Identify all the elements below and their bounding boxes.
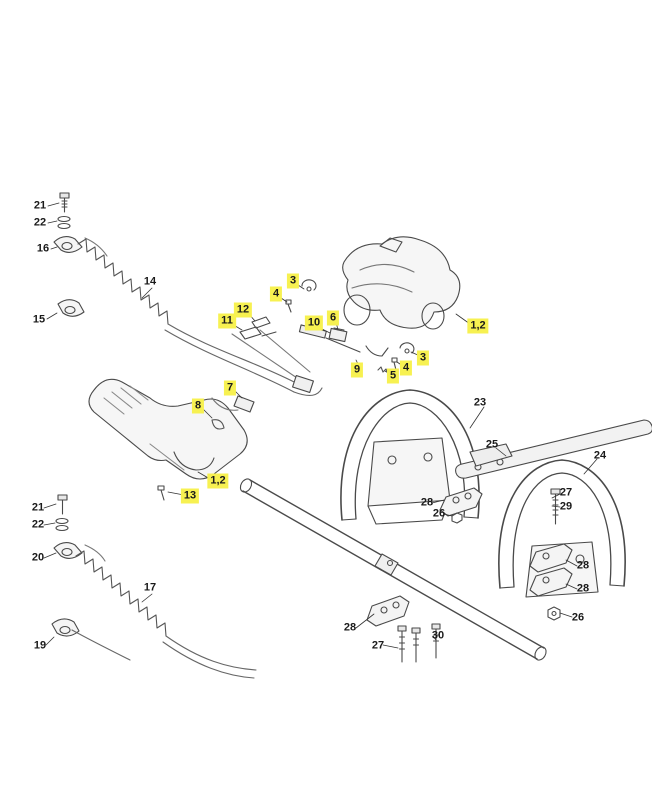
part-callout-7-16[interactable]: 7 xyxy=(223,380,237,396)
part-callout-28-35: 28 xyxy=(343,621,357,634)
part-callout-1-2-11[interactable]: 1,2 xyxy=(467,318,489,334)
part-callout-3-12[interactable]: 3 xyxy=(416,350,430,366)
drive-shaft-drawing xyxy=(239,478,547,661)
part-callout-20-29: 20 xyxy=(31,551,45,564)
part-callout-8-17[interactable]: 8 xyxy=(191,398,205,414)
part-callout-13-22[interactable]: 13 xyxy=(180,488,200,504)
throttle-cable-spring-top xyxy=(77,238,323,397)
part-callout-3-5[interactable]: 3 xyxy=(286,273,300,289)
part-callout-15-3: 15 xyxy=(32,313,46,326)
part-callout-29-24: 29 xyxy=(559,500,573,513)
part-callout-21-0: 21 xyxy=(33,199,47,212)
part-callout-21-27: 21 xyxy=(31,501,45,514)
part-callout-24-20: 24 xyxy=(593,449,607,462)
part-callout-4-6[interactable]: 4 xyxy=(269,286,283,302)
part-callout-19-31: 19 xyxy=(33,639,47,652)
part-callout-23-18: 23 xyxy=(473,396,487,409)
part-callout-30-37: 30 xyxy=(431,629,445,642)
part-callout-11-8[interactable]: 11 xyxy=(218,313,236,329)
part-callout-4-13[interactable]: 4 xyxy=(399,360,413,376)
part-callout-12-7[interactable]: 12 xyxy=(233,302,253,318)
part-callout-16-2: 16 xyxy=(36,242,50,255)
part-callout-25-19: 25 xyxy=(485,438,499,451)
part-callout-1-2-21[interactable]: 1,2 xyxy=(207,473,229,489)
part-callout-10-9[interactable]: 10 xyxy=(304,315,324,331)
throttle-cable-spring-bottom xyxy=(71,550,257,679)
mount-hardware-bottom-left xyxy=(51,494,106,637)
clamp-hardware-bottom-right xyxy=(366,487,573,663)
part-callout-28-25: 28 xyxy=(420,496,434,509)
part-callout-28-33: 28 xyxy=(576,582,590,595)
part-callout-17-30: 17 xyxy=(143,581,157,594)
part-callout-26-26: 26 xyxy=(432,507,446,520)
part-callout-6-10[interactable]: 6 xyxy=(326,310,340,326)
part-callout-27-23: 27 xyxy=(559,486,573,499)
part-callout-9-15[interactable]: 9 xyxy=(350,362,364,378)
trigger-handle-drawing xyxy=(88,378,255,501)
part-callout-14-4: 14 xyxy=(143,275,157,288)
mount-hardware-top-left xyxy=(53,192,108,317)
part-callout-27-36: 27 xyxy=(371,639,385,652)
part-callout-26-34: 26 xyxy=(571,611,585,624)
support-bar-drawing xyxy=(455,419,652,479)
part-callout-5-14[interactable]: 5 xyxy=(386,368,400,384)
part-callout-22-28: 22 xyxy=(31,518,45,531)
loop-handle-front-drawing xyxy=(340,389,480,525)
part-callout-28-32: 28 xyxy=(576,559,590,572)
handle-housing-top-drawing xyxy=(342,236,461,330)
part-callout-22-1: 22 xyxy=(33,216,47,229)
